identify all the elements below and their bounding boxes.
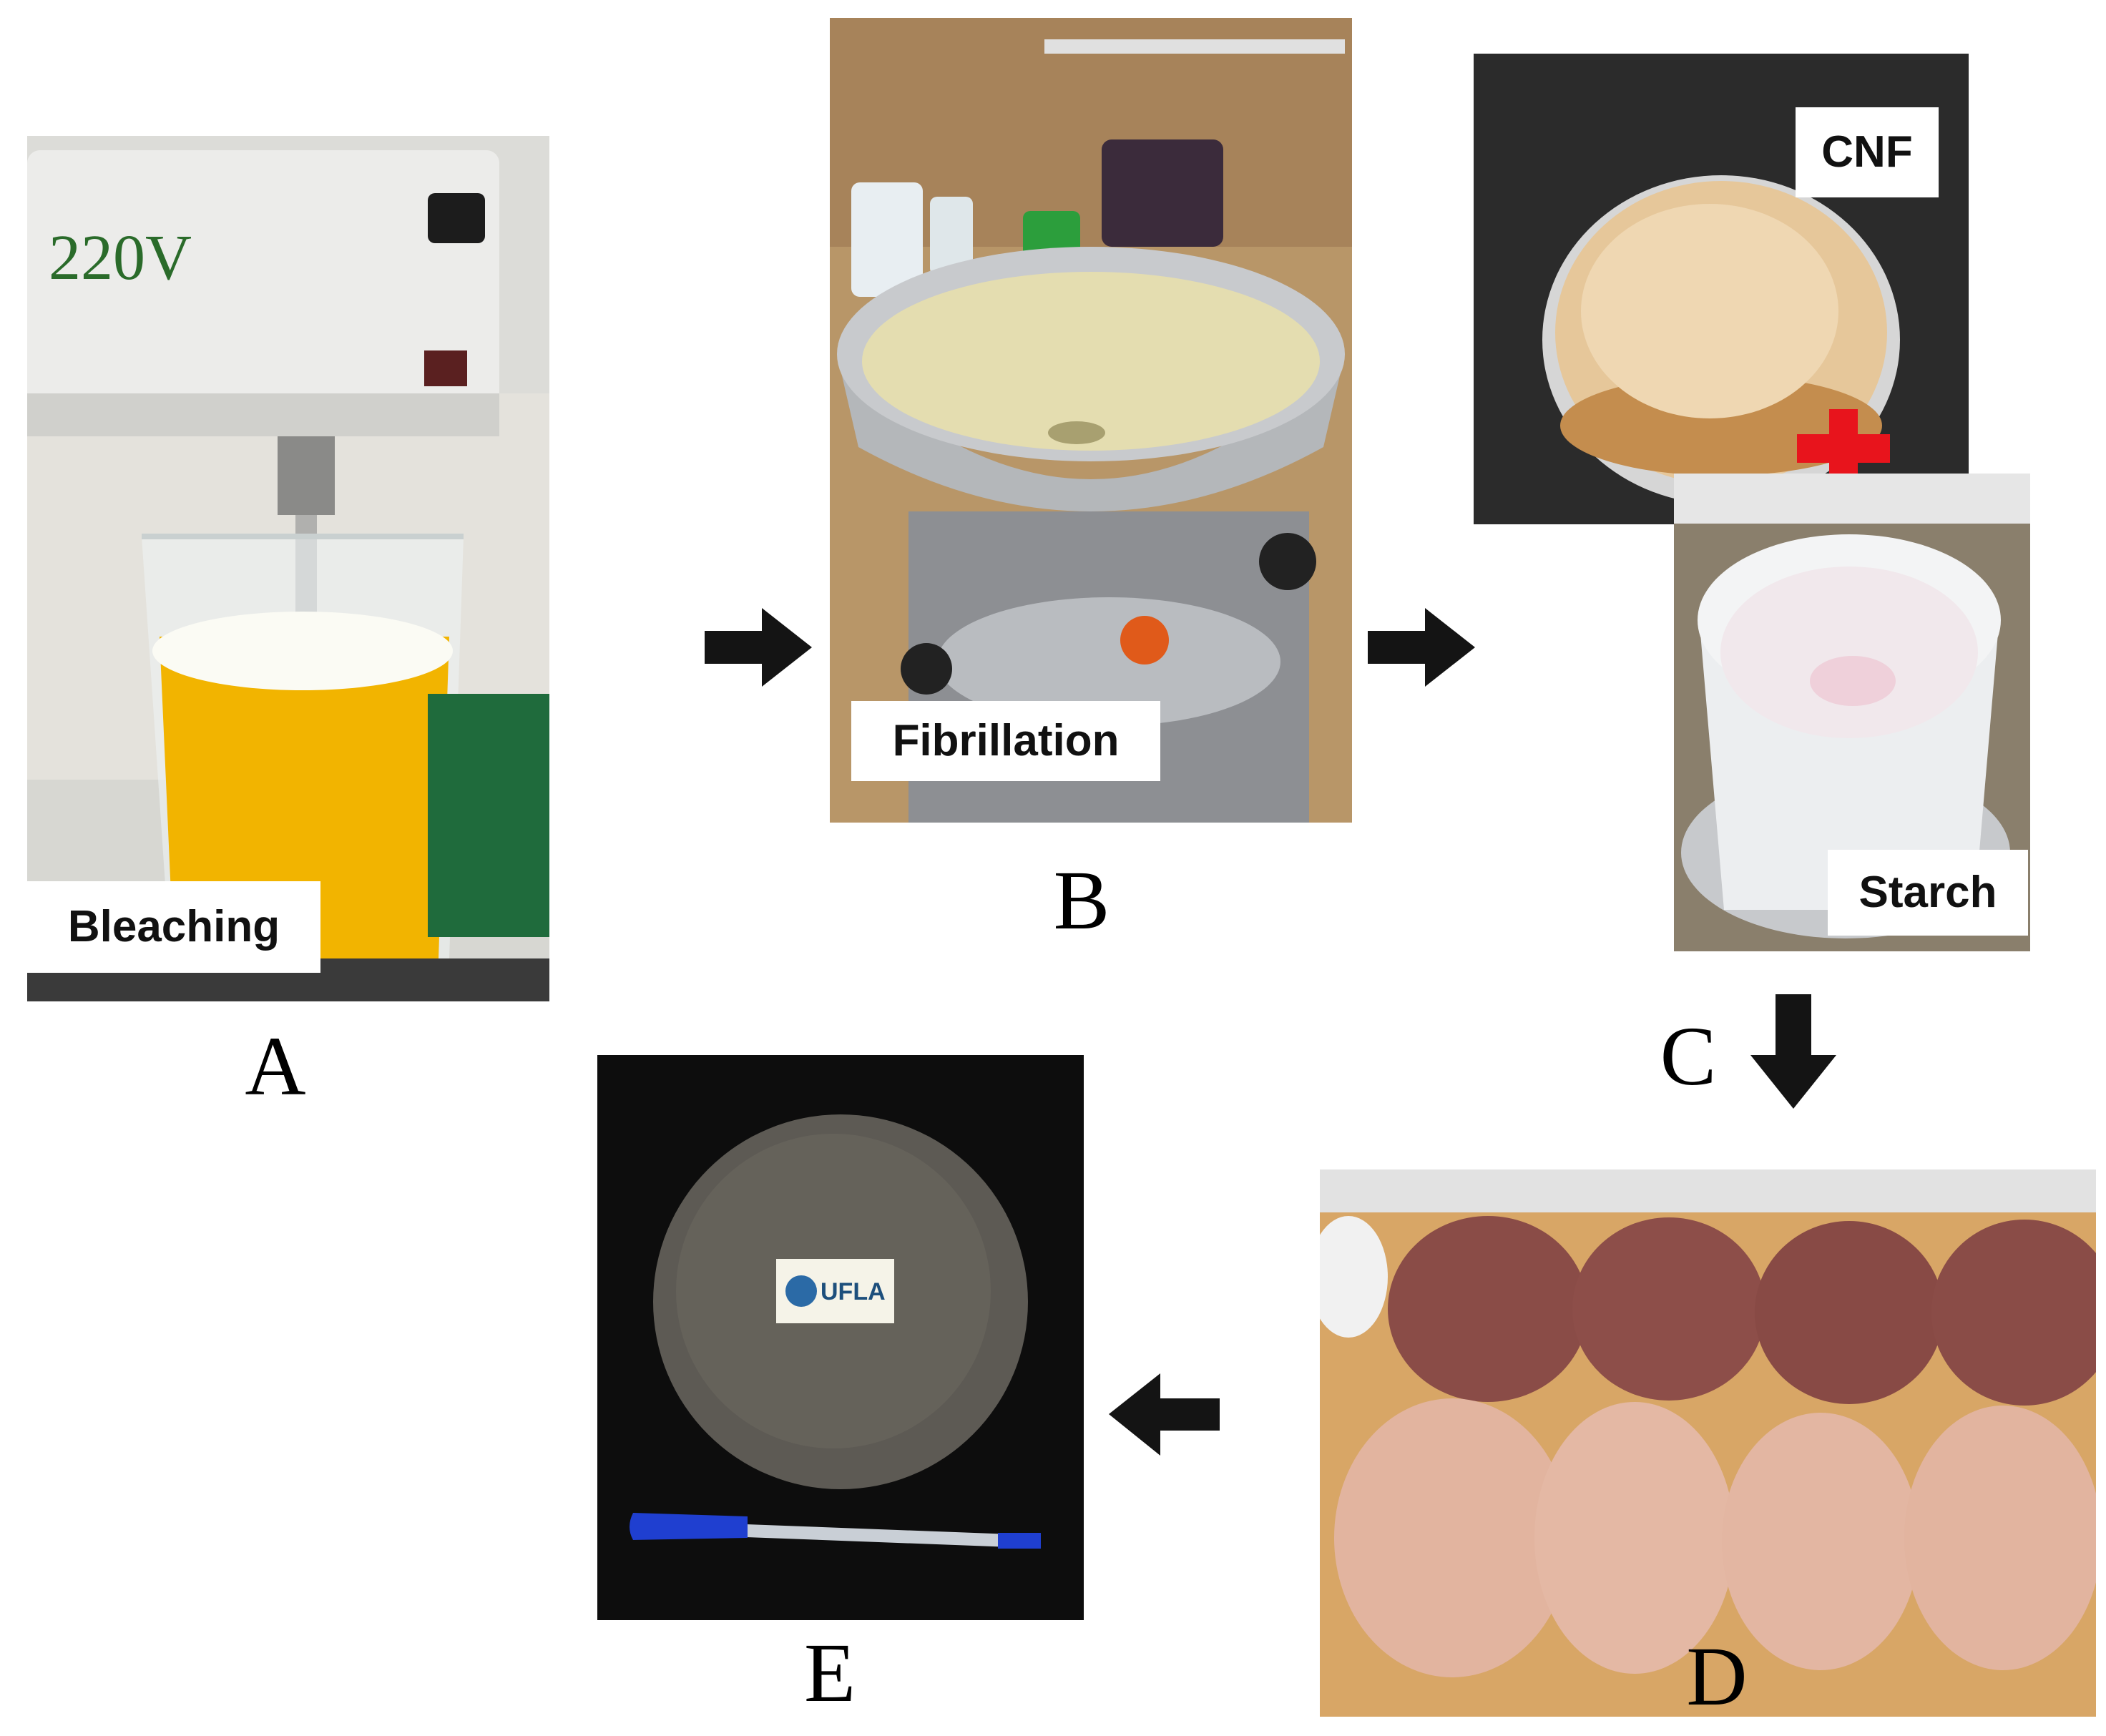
photo-bleaching: 220V (27, 136, 549, 1001)
label-cnf: CNF (1796, 107, 1939, 197)
photo-fibrillation-image (830, 18, 1352, 823)
logo-text: UFLA (821, 1278, 886, 1305)
photo-bleaching-image: 220V (27, 136, 549, 1001)
arrow-left-icon (1109, 1373, 1220, 1456)
arrow-down-icon (1750, 994, 1836, 1109)
photo-film-final: UFLA (597, 1055, 1084, 1620)
panel-letter-e: E (803, 1626, 856, 1720)
label-starch: Starch (1828, 850, 2028, 936)
panel-letter-b: B (1053, 853, 1110, 947)
plus-icon (1797, 409, 1890, 488)
label-bleaching: Bleaching (27, 881, 320, 973)
photo-fibrillation (830, 18, 1352, 823)
beaker-mark: 220V (49, 222, 192, 293)
photo-films (1320, 1169, 2096, 1717)
panel-letter-c: C (1660, 1009, 1717, 1103)
arrow-right-icon (705, 608, 812, 687)
panel-letter-a: A (245, 1019, 306, 1113)
arrow-right-icon (1368, 608, 1475, 687)
photo-film-final-image: UFLA (597, 1055, 1084, 1620)
label-fibrillation: Fibrillation (851, 701, 1160, 781)
panel-letter-d: D (1686, 1629, 1748, 1723)
photo-films-image (1320, 1169, 2096, 1717)
